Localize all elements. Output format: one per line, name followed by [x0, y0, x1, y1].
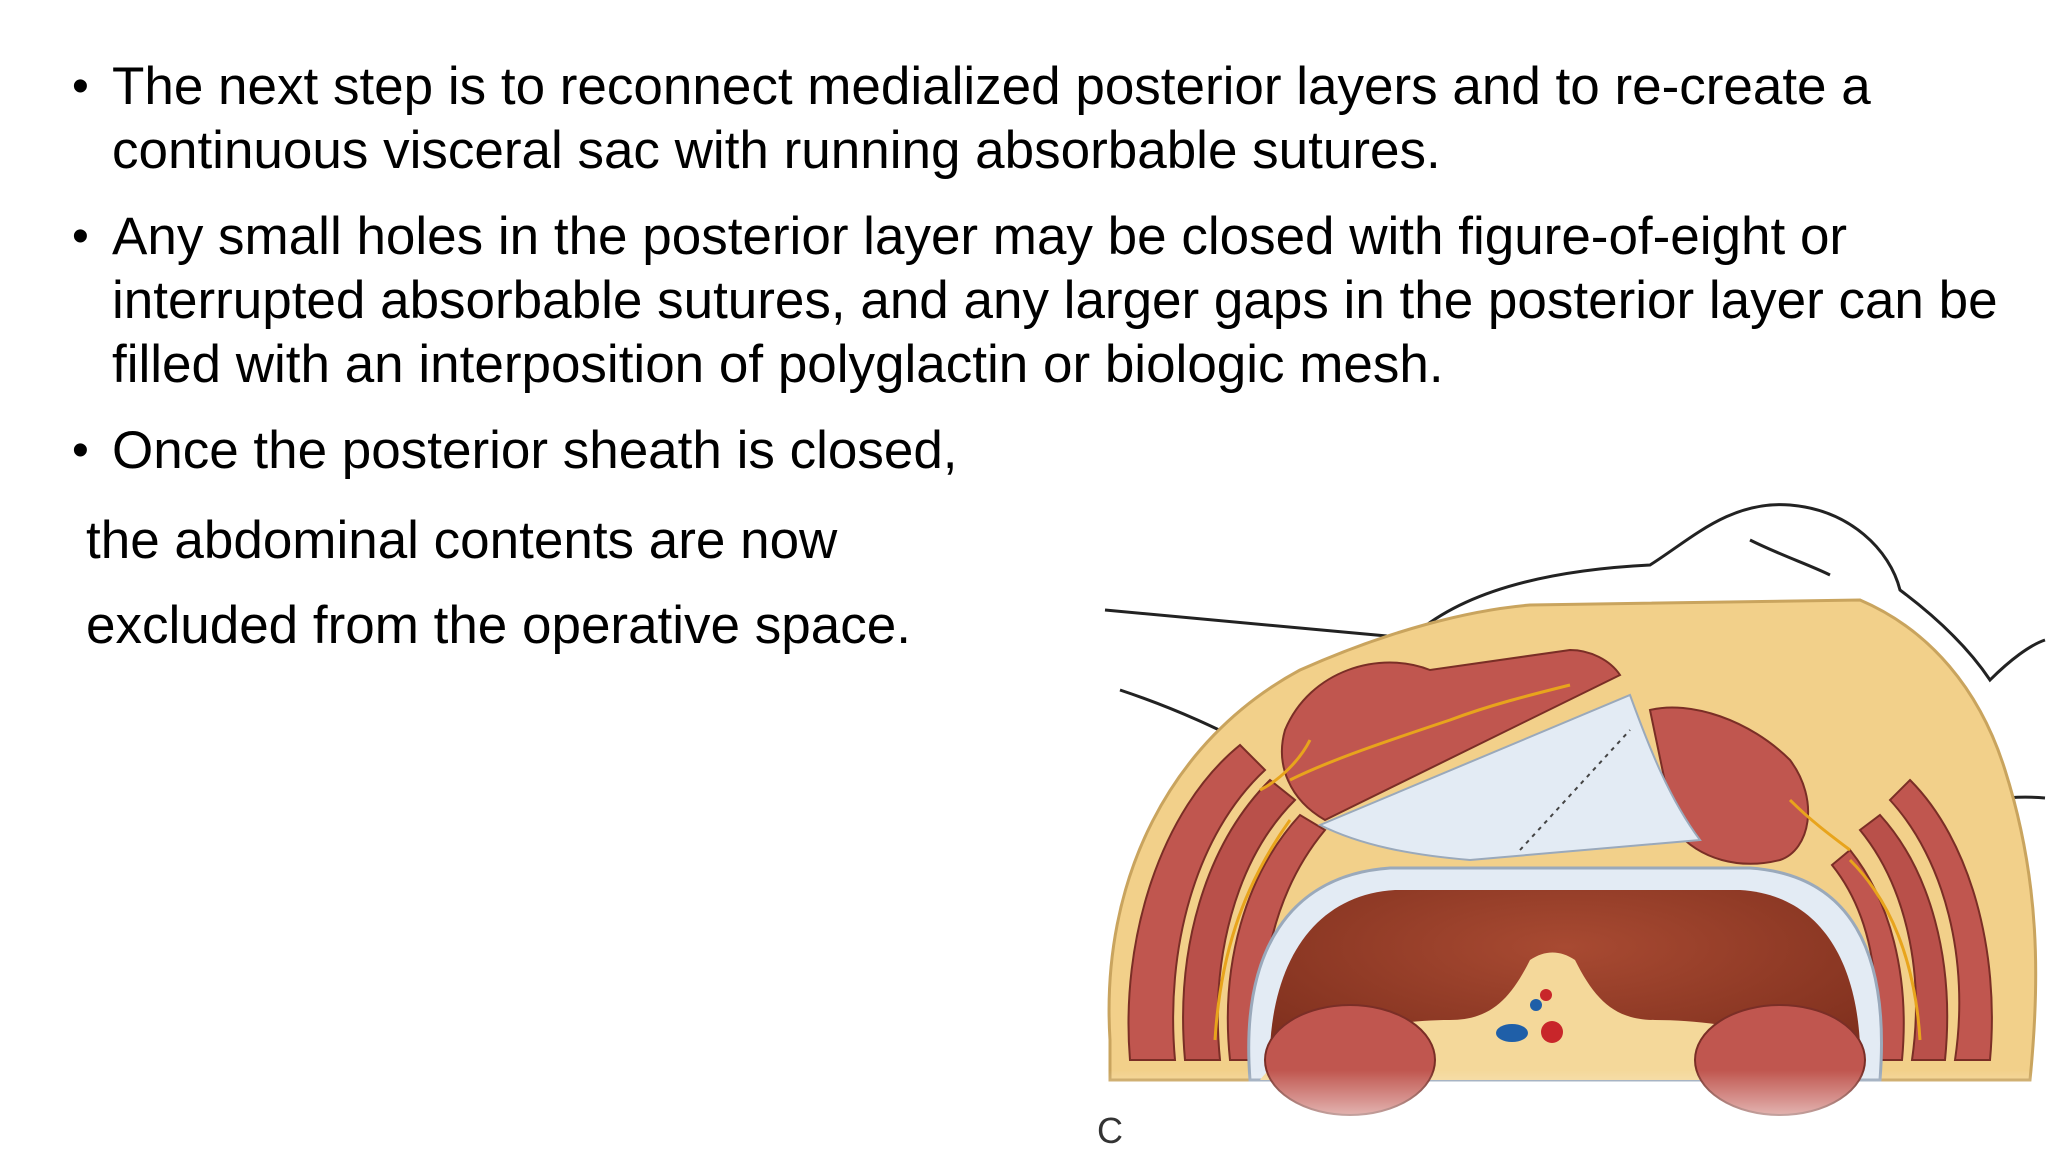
small-vessel: [1540, 989, 1552, 1001]
continuation-line: the abdominal contents are now: [86, 511, 838, 570]
bullet-text: The next step is to reconnect medialized…: [112, 57, 1871, 180]
bullet-text: Once the posterior sheath is closed,: [112, 421, 958, 480]
bullet-list: • The next step is to reconnect medializ…: [72, 55, 2002, 505]
aorta: [1541, 1021, 1563, 1043]
suture-line: [1519, 729, 1631, 851]
bullet-dot: •: [72, 210, 89, 263]
posterior-sheath: [1317, 693, 1702, 862]
bullet-item: • Once the posterior sheath is closed,: [72, 419, 2002, 483]
fade-overlay: [1090, 1070, 2048, 1152]
small-vessel: [1530, 999, 1542, 1011]
bullet-item: • The next step is to reconnect medializ…: [72, 55, 2002, 183]
bullet-item: • Any small holes in the posterior layer…: [72, 205, 2002, 397]
nerves: [1213, 683, 1922, 1041]
continuation-line: excluded from the operative space.: [86, 596, 911, 655]
inferior-vena-cava: [1496, 1024, 1528, 1042]
anatomy-illustration: [1090, 503, 2048, 1152]
bullet-dot: •: [72, 60, 89, 113]
bullet-dot: •: [72, 424, 89, 477]
bullet-text: Any small holes in the posterior layer m…: [112, 207, 1998, 394]
figure-label: C: [1097, 1110, 1123, 1151]
